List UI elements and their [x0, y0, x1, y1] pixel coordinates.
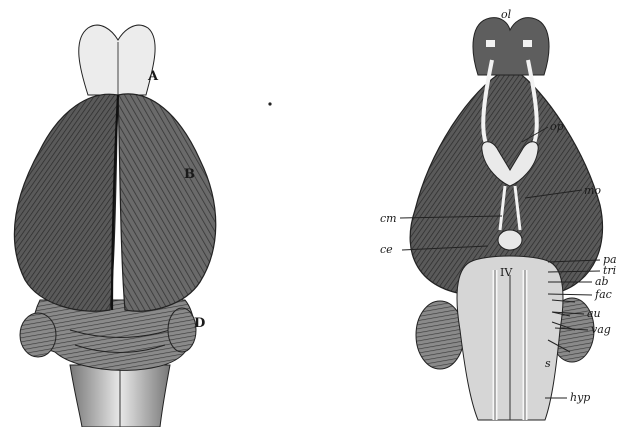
label-fourth-ventricle: IV: [500, 266, 513, 279]
label-B: B: [184, 167, 195, 182]
label-mo: mo: [584, 184, 601, 197]
label-ol: ol: [501, 8, 512, 21]
label-cm: cm: [380, 212, 397, 225]
dorsal-left-hemisphere: [14, 94, 118, 311]
label-s: s: [545, 357, 551, 370]
label-A: A: [147, 69, 159, 84]
ventral-cerebellum-left: [416, 301, 464, 369]
label-ce: ce: [380, 243, 393, 256]
ventral-olfactory-bulbs: [473, 18, 549, 75]
label-vag: vag: [591, 323, 611, 336]
label-op: op: [550, 120, 564, 133]
label-hyp: hyp: [570, 391, 590, 404]
label-D: D: [194, 316, 205, 331]
label-fac: fac: [594, 288, 612, 301]
dorsal-olfactory-bulbs: [79, 25, 155, 95]
dorsal-flocculus-left: [20, 313, 56, 357]
ventral-view: [410, 18, 602, 420]
dorsal-view: [14, 25, 215, 427]
dorsal-flocculus-right: [168, 308, 196, 352]
stray-mark: [268, 102, 271, 105]
label-ab: ab: [595, 275, 609, 288]
label-au: au: [587, 307, 601, 320]
dorsal-right-hemisphere: [118, 94, 216, 311]
